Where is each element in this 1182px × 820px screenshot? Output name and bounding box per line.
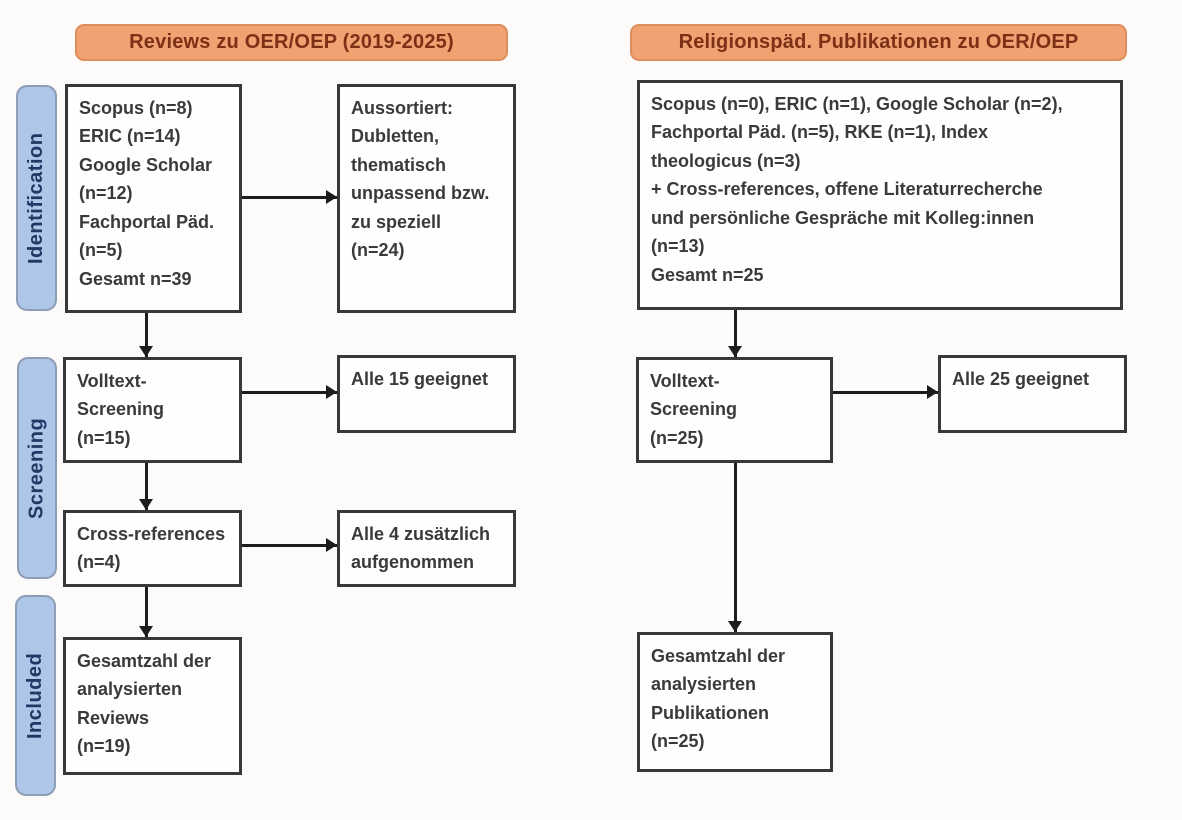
arrow-reviews-identification-to-screening bbox=[139, 313, 153, 357]
box-publications-fulltext-screening: Volltext- Screening (n=25) bbox=[636, 357, 833, 463]
arrow-publications-identification-to-screening bbox=[728, 310, 742, 357]
arrow-reviews-crossref-to-result bbox=[242, 538, 337, 552]
stage-label-included: Included bbox=[15, 595, 56, 796]
box-reviews-fulltext-result: Alle 15 geeignet bbox=[337, 355, 516, 433]
box-reviews-identification-sources: Scopus (n=8) ERIC (n=14) Google Scholar … bbox=[65, 84, 242, 313]
arrow-reviews-screening-to-crossref bbox=[139, 463, 153, 510]
box-reviews-excluded: Aussortiert: Dubletten, thematisch unpas… bbox=[337, 84, 516, 313]
arrow-reviews-identification-to-excluded bbox=[242, 190, 337, 204]
box-publications-included-total: Gesamtzahl der analysierten Publikatione… bbox=[637, 632, 833, 772]
arrow-reviews-screening-to-result bbox=[242, 385, 337, 399]
box-publications-fulltext-result: Alle 25 geeignet bbox=[938, 355, 1127, 433]
box-reviews-cross-references-result: Alle 4 zusätzlich aufgenommen bbox=[337, 510, 516, 587]
stage-label-screening: Screening bbox=[17, 357, 57, 579]
column-header-religionspaed-publications: Religionspäd. Publikationen zu OER/OEP bbox=[630, 24, 1127, 61]
box-reviews-fulltext-screening: Volltext- Screening (n=15) bbox=[63, 357, 242, 463]
box-reviews-included-total: Gesamtzahl der analysierten Reviews (n=1… bbox=[63, 637, 242, 775]
box-publications-identification-sources: Scopus (n=0), ERIC (n=1), Google Scholar… bbox=[637, 80, 1123, 310]
stage-label-identification: Identification bbox=[16, 85, 57, 311]
column-header-reviews: Reviews zu OER/OEP (2019-2025) bbox=[75, 24, 508, 61]
arrow-publications-screening-to-included bbox=[728, 463, 742, 632]
box-reviews-cross-references: Cross-references (n=4) bbox=[63, 510, 242, 587]
arrow-reviews-crossref-to-included bbox=[139, 587, 153, 637]
arrow-publications-screening-to-result bbox=[833, 385, 938, 399]
